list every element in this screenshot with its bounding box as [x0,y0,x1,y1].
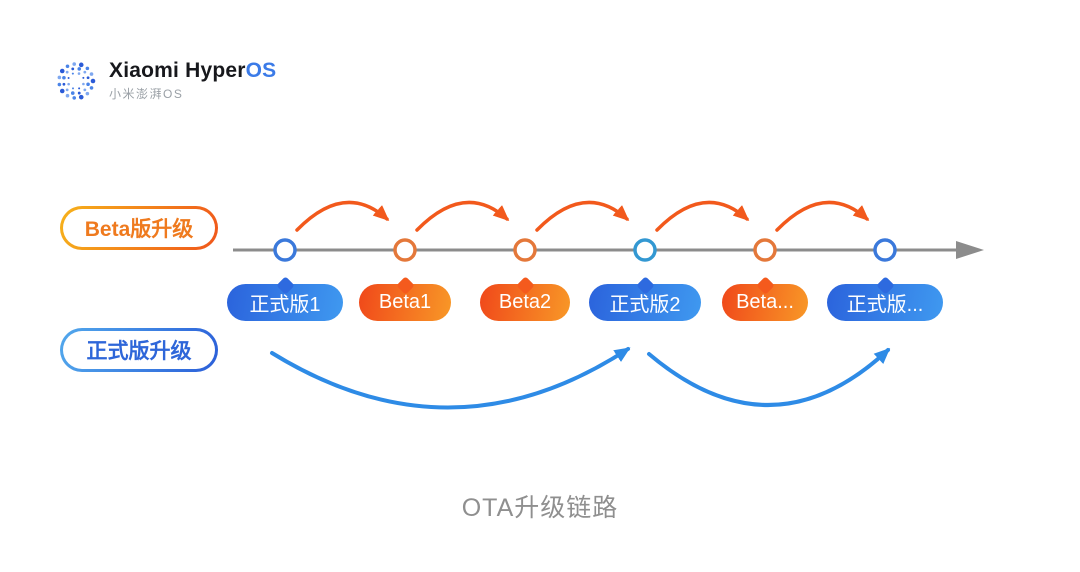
version-bubble-label: Beta2 [498,291,552,313]
timeline-node-official-3 [873,238,897,262]
diagram-caption: OTA升级链路 [461,494,619,522]
version-bubble-label: 正式版2 [609,294,681,316]
beta-upgrade-arc-4 [655,200,750,232]
version-bubble-beta-2: Beta2 [480,276,570,321]
version-bubble-label: Beta1 [378,291,432,313]
version-bubble-official-3: 正式版... [827,276,943,321]
beta-upgrade-arc-3 [535,200,630,232]
hyperos-logo: Xiaomi HyperOS 小米澎湃OS [53,58,276,104]
hyperos-logo-text: Xiaomi HyperOS 小米澎湃OS [109,58,276,102]
brand-name-accent: OS [245,59,277,82]
official-upgrade-arc-2 [647,347,891,407]
timeline-node-beta-2 [513,238,537,262]
hyperos-dot-ring-icon [57,62,96,100]
legend-beta-upgrade-pill: Beta版升级 [60,206,218,250]
beta-upgrade-arc-1 [295,200,390,232]
timeline-node-official-1 [273,238,297,262]
legend-official-upgrade-pill: 正式版升级 [60,328,218,372]
legend-beta-upgrade-label: Beta版升级 [84,218,194,241]
version-bubble-label: 正式版1 [249,294,321,316]
beta-upgrade-arc-5 [775,200,870,232]
timeline-arrow-icon [956,241,984,259]
brand-subtitle: 小米澎湃OS [109,87,184,101]
version-bubble-official-2: 正式版2 [589,276,701,321]
official-upgrade-arc-1 [270,347,631,410]
version-bubble-beta-3: Beta... [722,276,808,321]
beta-upgrade-arc-2 [415,200,510,232]
brand-name: Xiaomi HyperOS [109,59,277,82]
version-bubble-label: 正式版... [846,294,924,316]
legend-official-upgrade-label: 正式版升级 [86,340,192,363]
timeline-node-official-2 [633,238,657,262]
timeline-node-beta-1 [393,238,417,262]
version-bubble-official-1: 正式版1 [227,276,343,321]
version-bubble-label: Beta... [736,291,794,313]
version-bubble-beta-1: Beta1 [359,276,451,321]
timeline-node-beta-3 [753,238,777,262]
